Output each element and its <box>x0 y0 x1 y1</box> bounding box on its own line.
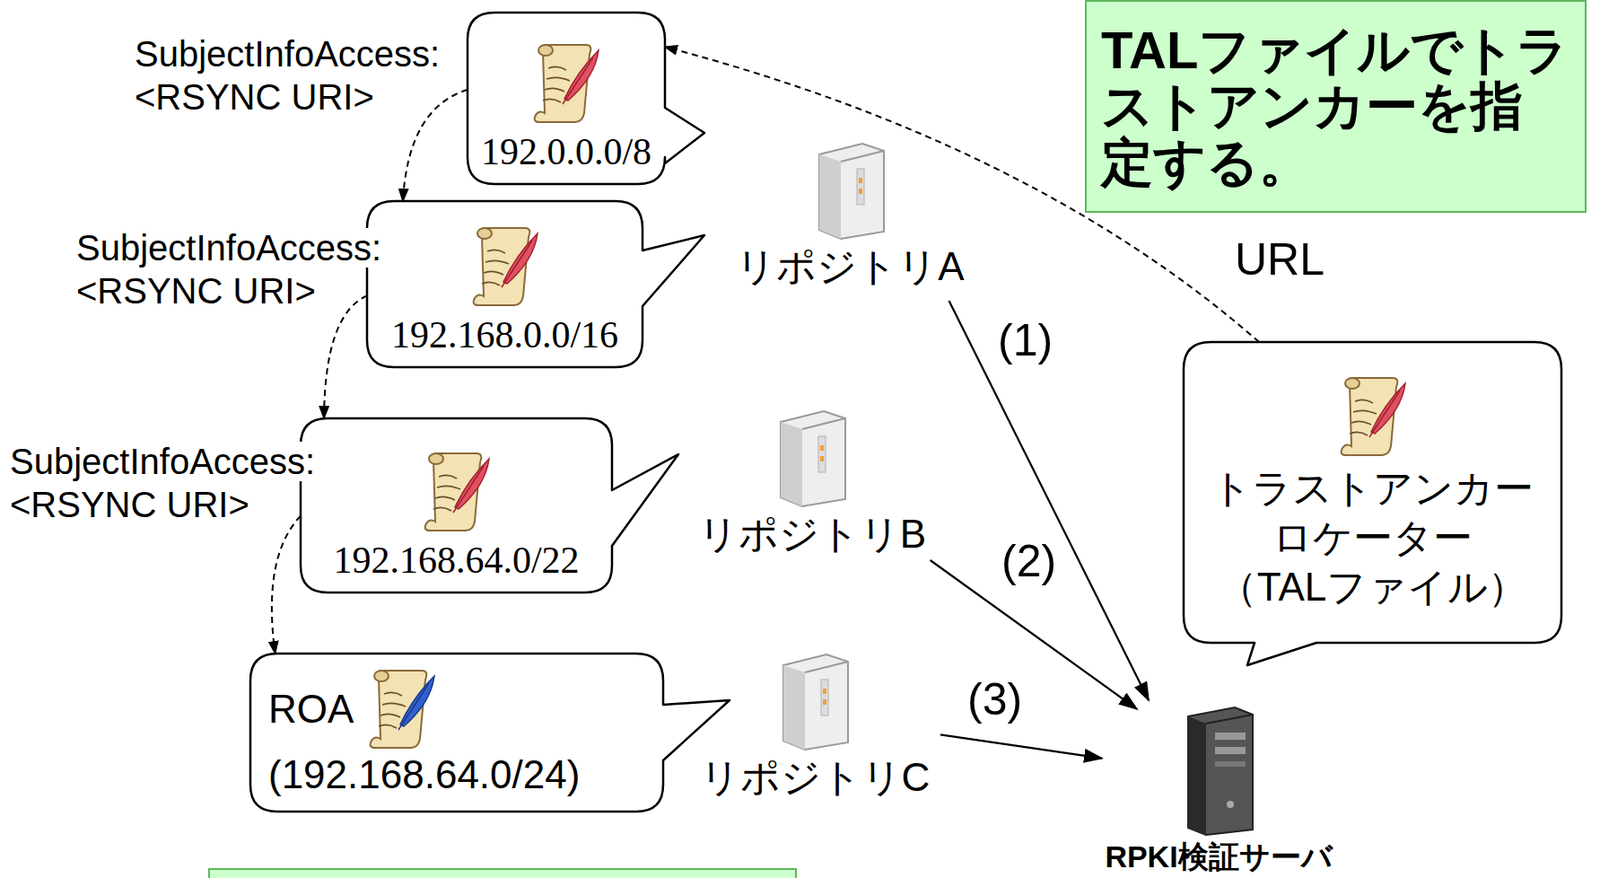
annotation-label: SubjectInfoAccess: <RSYNC URI> <box>76 226 436 313</box>
certificate-bubble: 192.168.64.0/22 <box>300 418 613 593</box>
server-icon <box>776 652 854 752</box>
fetch-arrow <box>940 734 1102 758</box>
node-content: 192.168.64.0/22 <box>300 418 613 593</box>
node-content: ROA (192.168.64.0/24) <box>250 653 664 812</box>
edge-label: URL <box>1231 235 1329 285</box>
node-content: RPKI検証サーバ <box>1101 699 1336 876</box>
certificate-bubble: 192.168.0.0/16 <box>367 201 643 368</box>
node-content: TALファイルでトラストアンカーを指定する。 <box>1086 1 1585 211</box>
annotation-label: SubjectInfoAccess: <RSYNC URI> <box>9 439 369 526</box>
tal-bubble: トラストアンカー ロケーター （TALファイル） <box>1183 341 1562 643</box>
text-icon-row: ROA <box>268 666 438 752</box>
repository-server: リポジトリC <box>689 642 941 810</box>
repository-server: リポジトリB <box>686 405 938 560</box>
roa-bubble: ROA (192.168.64.0/24) <box>250 653 664 812</box>
reference-arrow <box>323 295 368 419</box>
reference-arrow <box>271 515 301 654</box>
node-text: 192.0.0.0/8 <box>480 130 652 174</box>
server-icon <box>1179 705 1259 836</box>
node-text: 192.168.0.0/16 <box>391 313 619 357</box>
server-icon <box>812 141 890 241</box>
scroll-red-icon <box>420 449 493 535</box>
node-content: リポジトリB <box>686 405 938 560</box>
node-content: 192.168.0.0/16 <box>367 201 643 368</box>
speech-bubble-path <box>250 653 730 812</box>
node-text: リポジトリC <box>699 754 931 801</box>
annotation-text: SubjectInfoAccess: <RSYNC URI> <box>76 227 382 311</box>
note-box: TALファイルでトラストアンカーを指定する。 <box>1084 0 1587 213</box>
node-content: トラストアンカー ロケーター （TALファイル） <box>1183 341 1562 643</box>
scroll-red-icon <box>1337 374 1409 460</box>
server-light-icon <box>812 141 890 241</box>
validator-server: RPKI検証サーバ <box>1101 699 1336 876</box>
node-text: (192.168.64.0/24) <box>268 751 580 798</box>
note-box-partial <box>209 868 796 878</box>
scroll-blue-icon <box>366 666 438 752</box>
speech-bubble-path <box>300 418 679 593</box>
annotation-label: SubjectInfoAccess: <RSYNC URI> <box>134 32 494 119</box>
scroll-red-icon <box>530 41 603 127</box>
node-text: RPKI検証サーバ <box>1104 839 1332 875</box>
node-content: 192.0.0.0/8 <box>467 12 665 184</box>
edge-label: (3) <box>963 674 1026 725</box>
node-text: ROA <box>268 686 354 733</box>
scroll-red-icon <box>469 224 542 310</box>
reference-arrow <box>402 89 468 202</box>
server-light-icon <box>773 409 851 508</box>
node-text: リポジトリB <box>698 511 927 558</box>
speech-bubble-path <box>467 12 705 184</box>
node-text: 192.168.64.0/22 <box>332 538 579 582</box>
node-content: リポジトリC <box>689 642 941 810</box>
server-light-icon <box>776 652 854 752</box>
annotation-text: SubjectInfoAccess: <RSYNC URI> <box>134 34 440 117</box>
scroll-icon <box>469 224 542 310</box>
speech-bubble-path <box>1183 341 1562 665</box>
server-icon <box>773 409 851 508</box>
scroll-icon <box>420 449 493 535</box>
edge-label: (1) <box>994 315 1057 366</box>
annotation-text: SubjectInfoAccess: <RSYNC URI> <box>9 441 315 525</box>
scroll-icon <box>1337 374 1409 460</box>
node-text: リポジトリA <box>735 244 964 290</box>
node-content: リポジトリA <box>726 130 974 301</box>
edge-label: (2) <box>997 536 1060 586</box>
certificate-bubble: 192.0.0.0/8 <box>467 12 665 184</box>
speech-bubble-path <box>367 201 705 368</box>
node-text: トラストアンカー ロケーター （TALファイル） <box>1203 463 1542 612</box>
scroll-icon <box>530 41 603 127</box>
node-text: TALファイルでトラストアンカーを指定する。 <box>1101 22 1571 192</box>
server-dark-icon <box>1179 705 1259 836</box>
repository-server: リポジトリA <box>726 130 974 301</box>
scroll-icon <box>366 666 438 752</box>
fetch-arrow <box>949 300 1150 700</box>
